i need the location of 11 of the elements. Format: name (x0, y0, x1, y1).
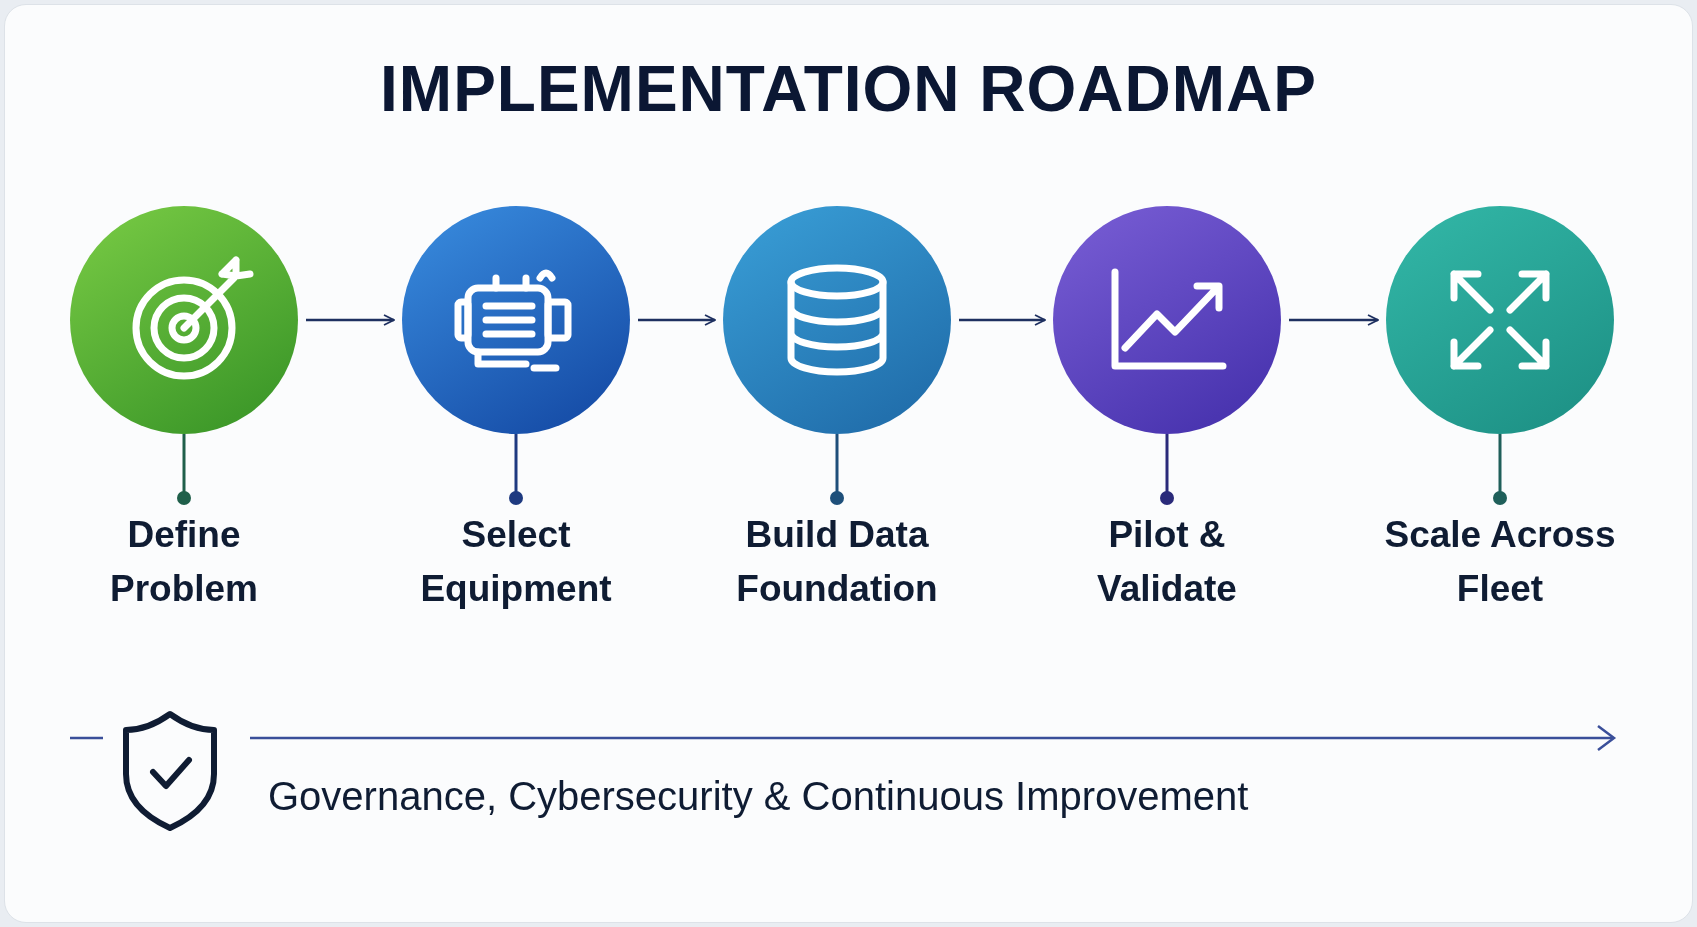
arrow (959, 314, 1046, 326)
step-label: Build Data Foundation (735, 513, 939, 611)
arrow (1289, 314, 1379, 326)
step-label: Define Problem (108, 513, 259, 611)
title: IMPLEMENTATION ROADMAP (379, 52, 1318, 126)
step-label: Select Equipment (419, 513, 613, 611)
arrow (306, 314, 395, 326)
step-label: Pilot & Validate (1096, 513, 1238, 611)
step-label: Scale Across Fleet (1383, 513, 1617, 611)
caption-text: Governance, Cybersecurity & Continuous Improvement (268, 774, 1249, 819)
arrow (638, 314, 716, 326)
